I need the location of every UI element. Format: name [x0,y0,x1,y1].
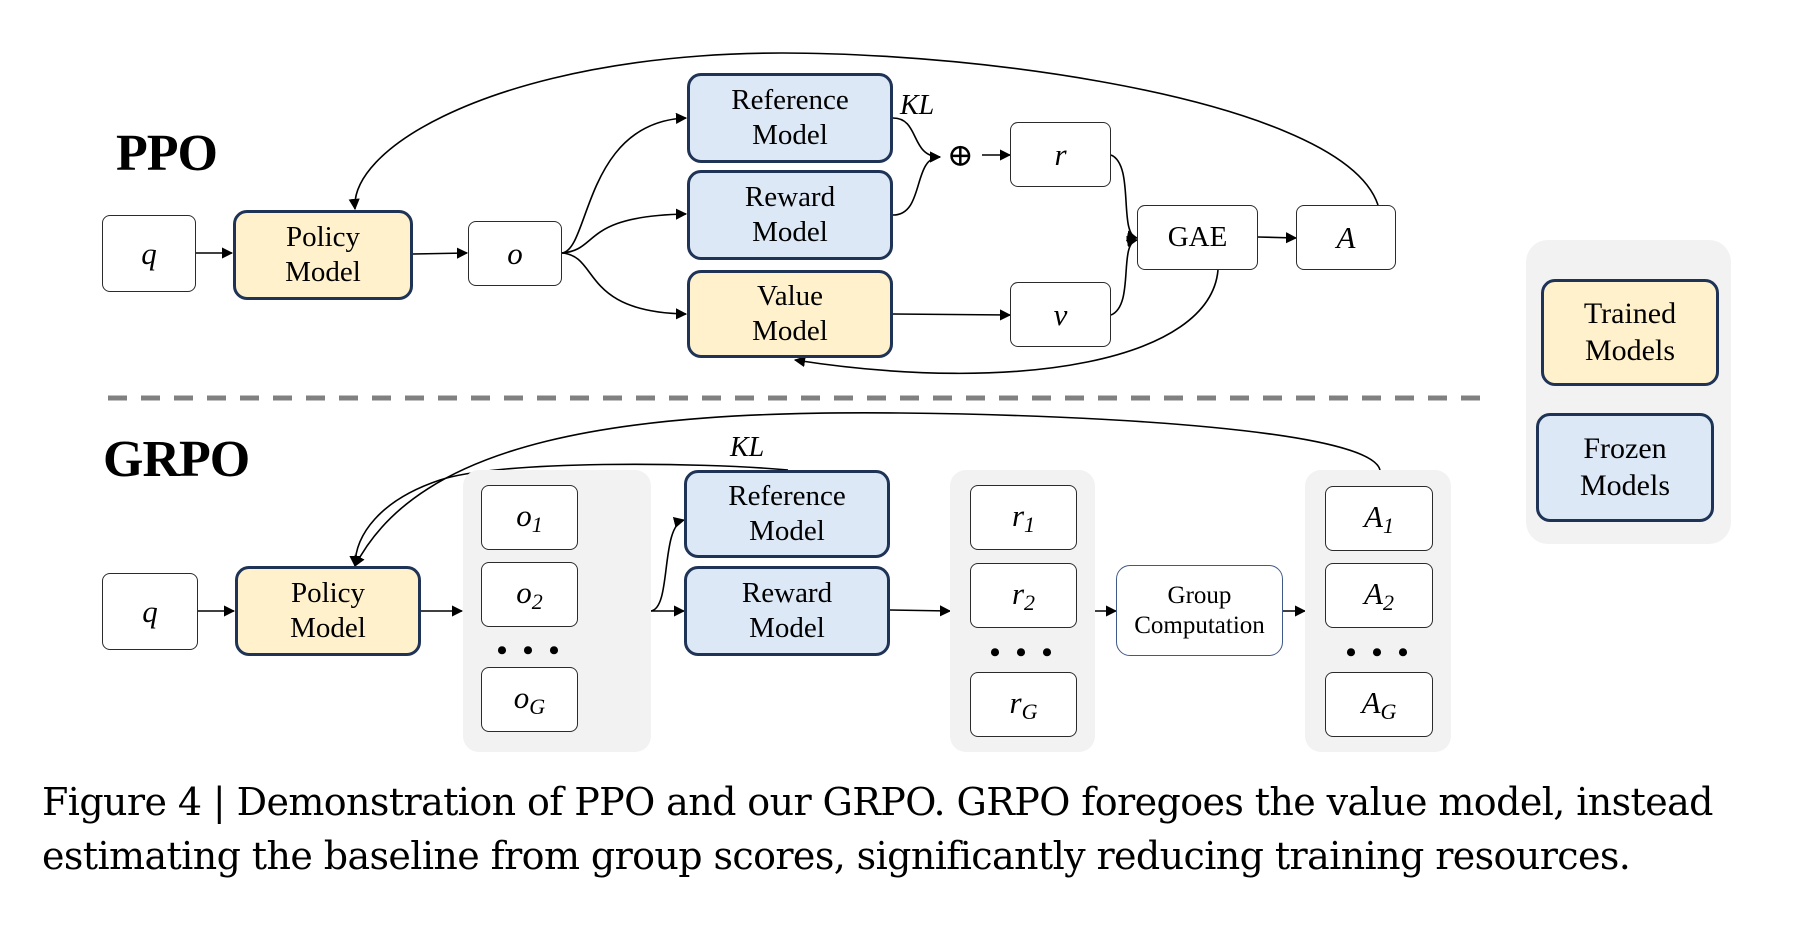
ppo-gae-box: GAE [1137,205,1258,270]
arrow-outputs-to-reference [650,517,686,612]
ppo-value-line1: Value [756,279,824,312]
ppo-kl-label: KL [900,90,935,121]
legend-frozen-models: Frozen Models [1536,413,1714,522]
reward-box-2: r2 [970,563,1077,628]
output-box-g: oG [481,667,578,732]
output-box-1: o1 [481,485,578,550]
arrow-policy-to-o-ppo [412,247,469,259]
arrow-value-to-v [892,309,1012,321]
grpo-q-label: q [142,593,158,629]
ppo-o-label: o [507,235,523,271]
grpo-reference-model: Reference Model [684,470,890,558]
grpo-q-box: q [102,573,198,650]
grpo-title: GRPO [103,431,250,488]
group-computation-line1: Group [1167,581,1232,609]
grpo-kl-label: KL [730,432,765,463]
arrow-reward-to-rewards [889,605,952,617]
ppo-r-label: r [1054,136,1067,172]
reward-label-2: r2 [1011,575,1036,615]
sum-icon: ⊕ [947,137,974,173]
kl-curve-ppo [892,117,942,163]
advantage-box-1: A1 [1325,486,1433,551]
ppo-q-box: q [102,215,196,292]
advantage-box-2: A2 [1325,563,1433,628]
ppo-a-label: A [1336,219,1356,255]
arrow-o-to-reward [561,208,688,254]
legend-trained-line1: Trained [1583,296,1677,330]
caption-line-1: Figure 4 | Demonstration of PPO and our … [42,780,1713,824]
arrow-r-to-gae [1110,154,1139,242]
caption-line-2: estimating the baseline from group score… [42,834,1631,878]
arrow-o-to-reference [561,112,688,254]
ppo-gae-label: GAE [1167,220,1228,253]
curve-advantages-to-policy [354,412,1381,567]
advantage-box-g: AG [1325,672,1433,737]
advantage-label-2: A2 [1364,575,1394,615]
ppo-policy-model: Policy Model [233,210,413,300]
reward-box-g: rG [970,672,1077,737]
legend-trained-line2: Models [1585,333,1675,367]
ppo-value-line2: Model [752,315,828,347]
legend-frozen-line1: Frozen [1583,431,1667,465]
output-label-g: oG [513,679,546,719]
ppo-r-box: r [1010,122,1111,187]
advantage-label-g: AG [1361,684,1397,724]
ppo-reward-model: Reward Model [687,170,893,260]
arrow-gae-to-a [1257,232,1298,244]
advantage-label-1: A1 [1364,498,1394,538]
grpo-reward-model: Reward Model [684,566,890,656]
ppo-policy-line2: Model [285,256,361,288]
ppo-o-box: o [468,221,562,286]
curve-gae-to-value [793,269,1219,375]
ppo-v-box: v [1010,282,1111,347]
reward-box-1: r1 [970,485,1077,550]
ppo-a-box: A [1296,205,1396,270]
output-label-1: o1 [516,497,543,537]
advantages-ellipsis: • • • [1345,636,1413,669]
grpo-reference-line1: Reference [728,479,846,512]
grpo-reference-line2: Model [749,515,825,547]
ppo-v-label: v [1053,296,1068,332]
rewards-ellipsis: • • • [989,636,1057,669]
ppo-title: PPO [116,125,218,182]
ppo-reward-line1: Reward [744,180,836,213]
ppo-reference-line1: Reference [731,83,849,116]
legend-trained-models: Trained Models [1541,279,1719,386]
reward-label-g: rG [1009,684,1038,724]
ppo-policy-line1: Policy [285,220,361,253]
grpo-policy-line1: Policy [290,576,366,609]
grpo-policy-line2: Model [290,612,366,644]
figure-caption: Figure 4 | Demonstration of PPO and our … [42,775,1802,883]
arrow-reward-to-sum [892,151,942,216]
arrow-v-to-gae [1110,236,1139,316]
legend-frozen-line2: Models [1580,468,1670,502]
group-computation-box: Group Computation [1116,565,1283,656]
outputs-ellipsis: • • • [496,634,564,667]
ppo-reference-line2: Model [752,119,828,151]
ppo-value-model: Value Model [687,270,893,358]
reward-label-1: r1 [1011,497,1036,537]
grpo-reward-line2: Model [749,612,825,644]
arrow-o-to-value [561,252,688,320]
curve-a-to-policy-ppo [348,52,1379,211]
output-label-2: o2 [516,574,543,614]
output-box-2: o2 [481,562,578,627]
ppo-reward-line2: Model [752,216,828,248]
group-computation-line2: Computation [1134,611,1265,639]
ppo-q-label: q [141,235,157,271]
grpo-policy-model: Policy Model [235,566,421,656]
grpo-reward-line1: Reward [741,576,833,609]
ppo-reference-model: Reference Model [687,73,893,163]
